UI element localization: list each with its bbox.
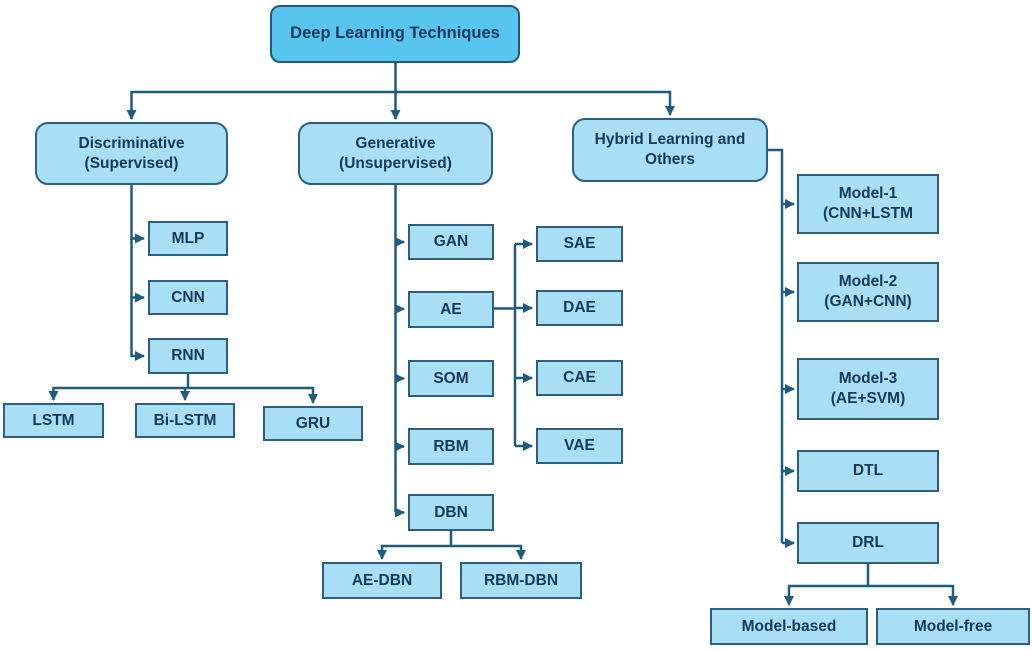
node-sae: SAE (536, 226, 623, 262)
node-cae: CAE (536, 360, 623, 396)
node-bi-lstm: Bi-LSTM (135, 403, 235, 438)
node-deep-learning-techniques: Deep Learning Techniques (270, 5, 520, 63)
node-model-based: Model-based (710, 608, 868, 645)
node-dtl: DTL (797, 450, 939, 492)
node-dae: DAE (536, 290, 623, 326)
node-ae: AE (408, 291, 494, 328)
node-dbn: DBN (408, 494, 494, 531)
node-model-free: Model-free (876, 608, 1030, 645)
node-rbm-dbn: RBM-DBN (460, 562, 582, 599)
node-discriminative-supervised: Discriminative (Supervised) (35, 122, 228, 185)
node-model-1-cnn-lstm: Model-1 (CNN+LSTM (797, 174, 939, 234)
node-hybrid-learning-and-others: Hybrid Learning and Others (572, 118, 768, 182)
node-model-2-gan-cnn: Model-2 (GAN+CNN) (797, 262, 939, 322)
node-mlp: MLP (148, 221, 228, 256)
node-rnn: RNN (148, 338, 228, 374)
node-model-3-ae-svm: Model-3 (AE+SVM) (797, 358, 939, 420)
node-cnn: CNN (148, 280, 228, 315)
node-ae-dbn: AE-DBN (322, 562, 442, 599)
node-gan: GAN (408, 224, 494, 260)
node-generative-unsupervised: Generative (Unsupervised) (298, 122, 493, 185)
node-drl: DRL (797, 522, 939, 564)
node-som: SOM (408, 360, 494, 397)
node-gru: GRU (263, 406, 363, 441)
node-vae: VAE (536, 428, 623, 464)
node-rbm: RBM (408, 428, 494, 465)
node-lstm: LSTM (3, 403, 104, 438)
